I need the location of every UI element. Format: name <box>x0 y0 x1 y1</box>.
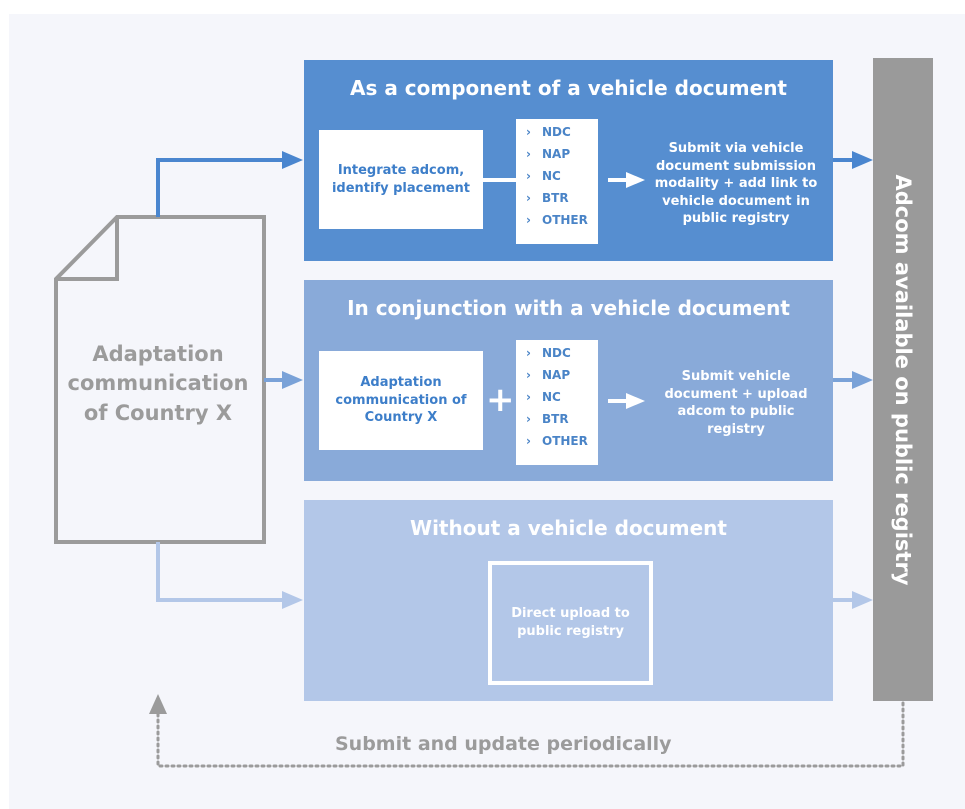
plus-icon: + <box>486 380 515 420</box>
feedback-loop-dotted <box>156 701 905 768</box>
adaptation-communication-box: Adaptation communication of Country X <box>319 351 483 450</box>
document-fold <box>56 217 119 281</box>
list-item: ›NAP <box>516 364 598 386</box>
chevron-right-icon: › <box>526 169 531 183</box>
panel-title: Without a vehicle document <box>410 516 727 540</box>
arrowhead-description <box>626 393 645 409</box>
arrowhead-registry <box>852 371 873 389</box>
list-item: ›OTHER <box>516 209 598 231</box>
list-item: ›OTHER <box>516 430 598 452</box>
public-registry-bar <box>873 58 933 701</box>
feedback-label: Submit and update periodically <box>335 733 672 755</box>
arrowhead-panel-3 <box>282 591 303 609</box>
arrowhead-registry <box>852 151 873 169</box>
integrate-adcom-box: Integrate adcom, identify placement <box>319 130 483 229</box>
list-item: ›NC <box>516 386 598 408</box>
chevron-right-icon: › <box>526 213 531 227</box>
chevron-right-icon: › <box>526 346 531 360</box>
submission-description: Submit via vehicle document submission m… <box>654 141 818 227</box>
direct-upload-box: Direct upload to public registry <box>488 561 653 685</box>
vehicle-document-list: ›NDC ›NAP ›NC ›BTR ›OTHER <box>516 340 598 465</box>
chevron-right-icon: › <box>526 434 531 448</box>
list-item: ›BTR <box>516 408 598 430</box>
chevron-right-icon: › <box>526 125 531 139</box>
list-item: ›NC <box>516 165 598 187</box>
list-item: ›NAP <box>516 143 598 165</box>
list-item: ›NDC <box>516 121 598 143</box>
panel-title: As a component of a vehicle document <box>349 76 787 100</box>
arrowhead-panel-2 <box>282 371 303 389</box>
panel-without-vehicle-document: Without a vehicle document <box>304 500 833 701</box>
connector-doc-to-panel-1 <box>156 158 284 217</box>
submission-description: Submit vehicle document + upload adcom t… <box>664 369 808 437</box>
arrowhead-description <box>626 172 645 188</box>
document-icon <box>54 215 266 544</box>
chevron-right-icon: › <box>526 368 531 382</box>
chevron-right-icon: › <box>526 412 531 426</box>
list-item: ›BTR <box>516 187 598 209</box>
connector-doc-to-panel-3 <box>156 542 284 602</box>
chevron-right-icon: › <box>526 147 531 161</box>
arrowhead-registry <box>852 591 873 609</box>
arrowhead-panel-1 <box>282 151 303 169</box>
chevron-right-icon: › <box>526 191 531 205</box>
vehicle-document-list: ›NDC ›NAP ›NC ›BTR ›OTHER <box>516 119 598 244</box>
chevron-right-icon: › <box>526 390 531 404</box>
arrowhead-feedback <box>149 694 167 714</box>
list-item: ›NDC <box>516 342 598 364</box>
document-label: Adaptation communication of Country X <box>67 342 249 425</box>
panel-title: In conjunction with a vehicle document <box>347 296 790 320</box>
